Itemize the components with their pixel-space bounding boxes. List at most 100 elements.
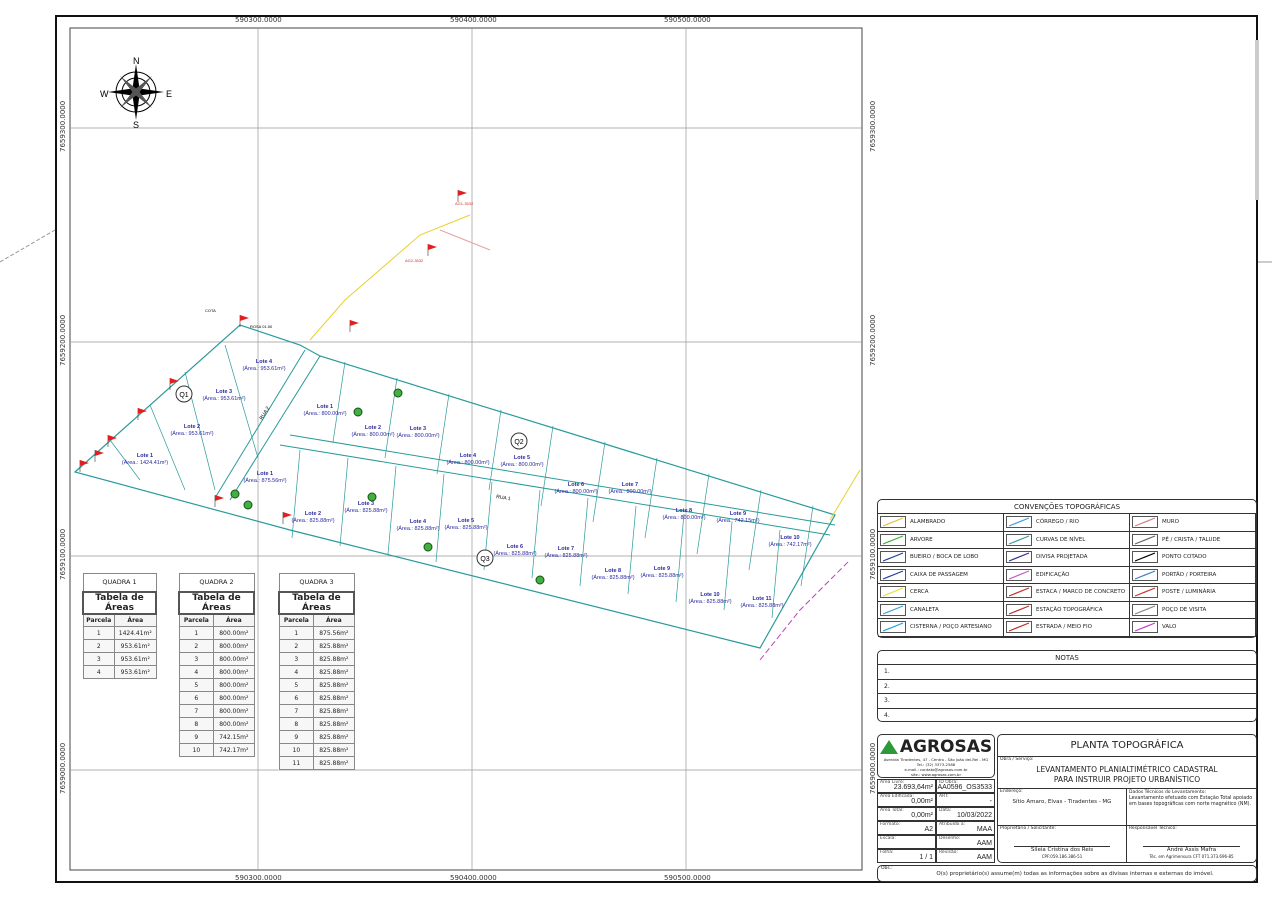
table-quadra: QUADRA 1 [82, 573, 157, 592]
field-label: Atribuído a: [939, 822, 966, 827]
y-coord-label: 7659300.0000 [59, 100, 67, 152]
field-label: Área Livre: [880, 780, 905, 785]
resp-label: Responsável Técnico: [1129, 826, 1177, 831]
titleblock-field: Formato:A2 [877, 821, 936, 835]
lot-name: Lote 2 [365, 425, 381, 431]
field-label: Área Total: [880, 808, 904, 813]
field-label: Formato: [880, 822, 901, 827]
lot-name: Lote 8 [676, 508, 692, 514]
lot-name: Lote 5 [514, 455, 530, 461]
tree-icon [393, 388, 403, 398]
cell-area: 953.61m² [114, 652, 157, 666]
legend-label: MURO [1162, 519, 1179, 526]
legend-item: CURVAS DE NÍVEL [1004, 531, 1130, 549]
service-line: LEVANTAMENTO PLANIALTIMÉTRICO CADASTRAL [1036, 765, 1218, 774]
lot-area: (Área.: 800.00m²) [303, 410, 346, 417]
cell-parcela: 10 [278, 743, 315, 757]
cell-area: 825.88m² [313, 730, 355, 744]
company-name: AGROSAS [899, 737, 993, 757]
flag-icon [428, 244, 437, 250]
cell-area: 825.88m² [313, 652, 355, 666]
legend-label: VALO [1162, 624, 1177, 631]
cell-parcela: 8 [278, 717, 315, 731]
quadra-marker [510, 432, 528, 450]
address-value: Sítio Amaro, Elvas - Tiradentes - MG [1012, 799, 1112, 805]
tree-icon [243, 500, 253, 510]
lot-name: Lote 2 [184, 424, 200, 430]
lot-area: (Área.: 800.00m²) [554, 488, 597, 495]
lot-name: Lote 4 [460, 453, 477, 459]
obs-label: Obs.: [881, 866, 893, 871]
lot-name: Lote 1 [317, 404, 333, 410]
lot-name: Lote 4 [410, 519, 427, 525]
cell-area: 875.56m² [313, 626, 355, 640]
road-label: RUA 1 [496, 494, 511, 502]
cell-area: 1424.41m² [114, 626, 157, 640]
field-value: 1 / 1 [919, 854, 933, 861]
cell-area: 800.00m² [213, 704, 255, 718]
flag-icon [108, 435, 117, 441]
legend-label: CANALETA [910, 606, 939, 613]
legend-item: MURO [1130, 514, 1256, 532]
legend-symbol-icon [1132, 621, 1158, 634]
flag-icon [80, 460, 89, 466]
legend-symbol-icon [880, 516, 906, 529]
titleblock-field: Folha:1 / 1 [877, 849, 936, 863]
quadra-marker [175, 385, 193, 403]
legend-item: CANALETA [878, 601, 1004, 619]
drawing-sheet [55, 15, 1258, 883]
col-header: Área [213, 613, 255, 627]
cell-area: 800.00m² [213, 691, 255, 705]
legend-label: POSTE / LUMINÁRIA [1162, 589, 1216, 596]
cell-area: 953.61m² [114, 665, 157, 679]
mark-label: ROSA 01.50 [250, 324, 273, 329]
field-value: 0,00m² [911, 798, 933, 805]
legend-item: PONTO COTADO [1130, 549, 1256, 567]
y-coord-label: 7659200.0000 [59, 314, 67, 366]
legend-symbol-icon [1006, 603, 1032, 616]
cell-parcela: 4 [278, 665, 315, 679]
tech-value: Levantamento efetuado com Estação Total … [1129, 796, 1253, 807]
cell-area: 825.88m² [313, 704, 355, 718]
lot-area: (Área.: 825.88m²) [444, 524, 487, 531]
lot-area: (Área.: 953.61m²) [202, 395, 245, 402]
table-title: Tabela de Áreas [278, 590, 355, 615]
cell-parcela: 5 [278, 678, 315, 692]
legend-label: PORTÃO / PORTEIRA [1162, 571, 1217, 578]
lot-area: (Área.: 742.17m²) [768, 541, 811, 548]
lot-name: Lote 2 [305, 511, 321, 517]
cell-parcela: 10 [178, 743, 215, 757]
legend-label: ESTAÇÃO TOPOGRÁFICA [1036, 606, 1103, 613]
lot-area: (Área.: 825.88m²) [396, 525, 439, 532]
field-label: Escala: [880, 836, 896, 841]
legend-item: ARVORE [878, 531, 1004, 549]
lot-area: (Área.: 825.88m²) [688, 598, 731, 605]
legend-item: ALAMBRADO [878, 514, 1004, 532]
company-site: site.: www.agrosas.com.br [910, 772, 962, 777]
cell-area: 800.00m² [213, 639, 255, 653]
field-value: 23.693,64m² [893, 784, 933, 791]
cell-area: 825.88m² [313, 743, 355, 757]
x-coord-label: 590400.0000 [450, 16, 497, 24]
lot-area: (Área.: 800.00m²) [608, 488, 651, 495]
legend-item: ESTAÇÃO TOPOGRÁFICA [1004, 601, 1130, 619]
legend-label: ESTRADA / MEIO FIO [1036, 624, 1092, 631]
cell-parcela: 1 [82, 626, 116, 640]
legend-symbol-icon [1132, 551, 1158, 564]
legend-label: EDIFICAÇÃO [1036, 571, 1070, 578]
company-logo-block: AGROSAS Avenida Tiradentes, 47 - Centro … [877, 734, 995, 778]
cell-area: 825.88m² [313, 639, 355, 653]
legend-label: CAIXA DE PASSAGEM [910, 571, 968, 578]
